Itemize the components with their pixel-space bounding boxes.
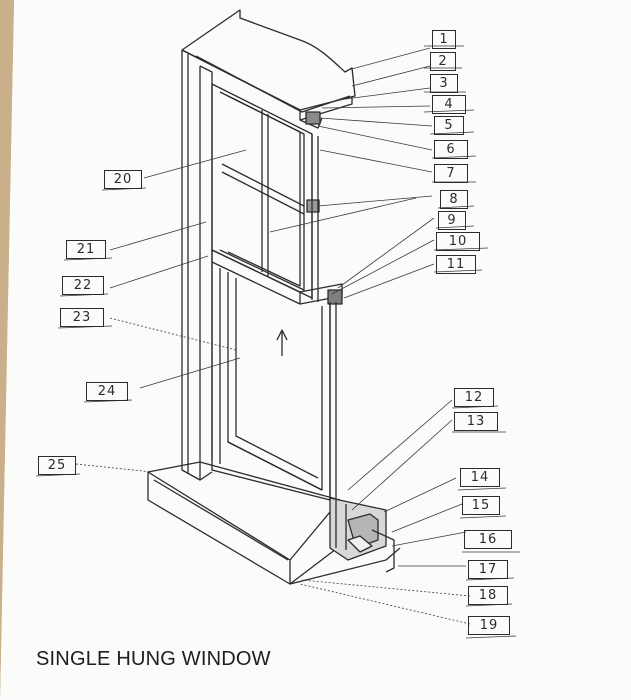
- callout-1: 1: [432, 30, 456, 49]
- callout-12: 12: [454, 388, 494, 407]
- weather-track: [311, 134, 337, 500]
- head-sill: [299, 96, 353, 121]
- callout-6: 6: [434, 140, 468, 159]
- callout-4: 4: [432, 95, 466, 114]
- callout-8: 8: [440, 190, 468, 209]
- callout-5: 5: [434, 116, 464, 135]
- callout-18: 18: [468, 586, 508, 605]
- diagram-title: SINGLE HUNG WINDOW: [36, 648, 271, 670]
- callout-11: 11: [436, 255, 476, 274]
- callout-10: 10: [436, 232, 480, 251]
- callout-16: 16: [464, 530, 512, 549]
- up-arrow: [276, 329, 288, 356]
- callout-22: 22: [62, 276, 104, 295]
- callout-14: 14: [460, 468, 500, 487]
- callout-3: 3: [430, 74, 458, 93]
- callout-9: 9: [438, 211, 466, 230]
- side-casing: [181, 50, 201, 481]
- top-sash-muntin-h: [221, 163, 305, 207]
- callout-13: 13: [454, 412, 498, 431]
- callout-24: 24: [86, 382, 128, 401]
- paper-shadow-edge: [0, 0, 14, 700]
- callout-23: 23: [60, 308, 104, 327]
- callout-17: 17: [468, 560, 508, 579]
- callout-21: 21: [66, 240, 106, 259]
- callout-19: 19: [468, 616, 510, 635]
- callout-20: 20: [104, 170, 142, 189]
- head-casing: [181, 9, 356, 111]
- callout-7: 7: [434, 164, 468, 183]
- callout-2: 2: [430, 52, 456, 71]
- callout-25: 25: [38, 456, 76, 475]
- callout-15: 15: [462, 496, 500, 515]
